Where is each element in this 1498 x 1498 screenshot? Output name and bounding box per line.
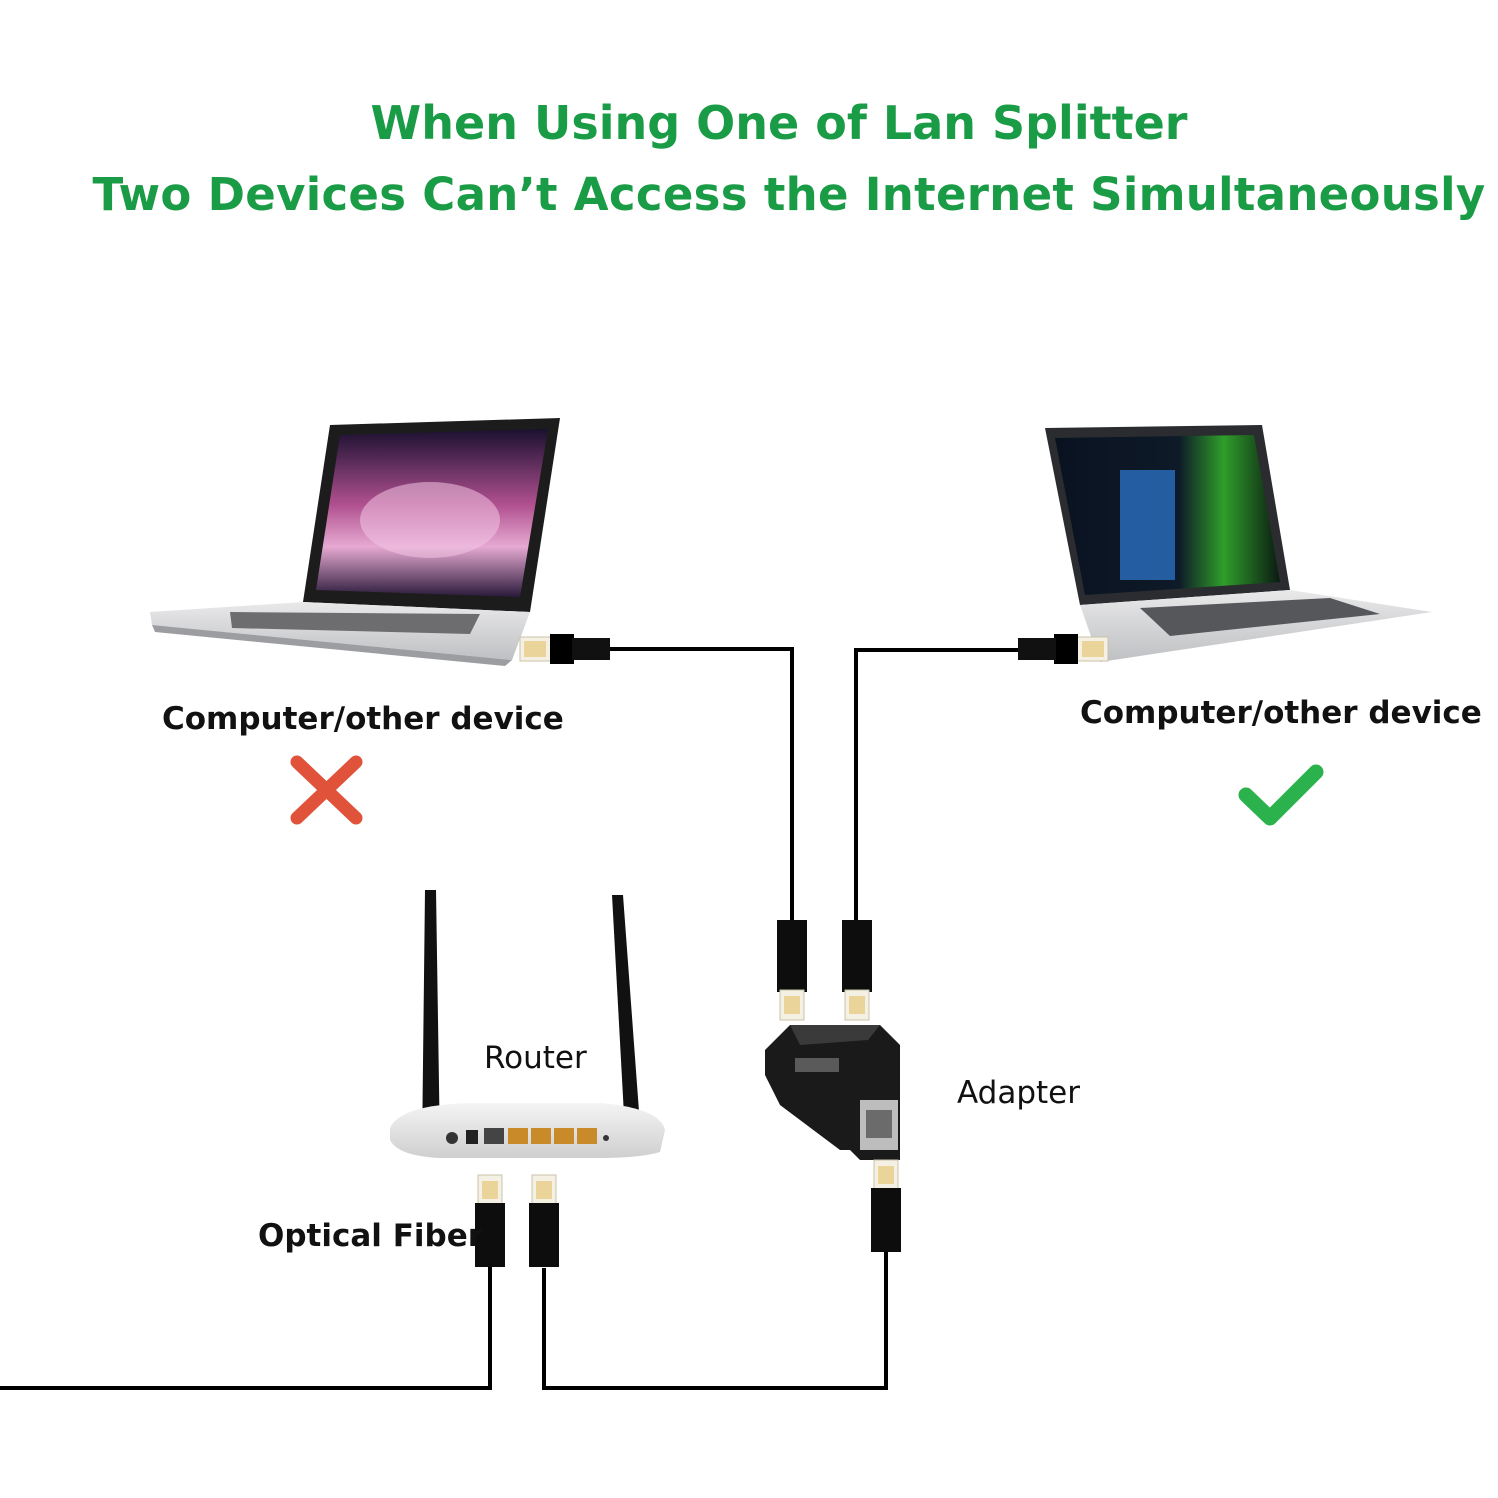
router-label: Router: [484, 1040, 587, 1076]
left-laptop-image: [150, 418, 560, 666]
check-icon: [1238, 764, 1324, 826]
adapter-image: [765, 1025, 900, 1160]
rj45-plug-optical-fiber: [475, 1174, 505, 1267]
router-image: [390, 890, 665, 1158]
rj45-plug-adapter-bottom: [871, 1159, 901, 1252]
rj45-plug-right-laptop: [1018, 634, 1109, 664]
cable-left-laptop: [608, 647, 794, 925]
rj45-plug-router-lan: [529, 1174, 559, 1267]
rj45-plug-left-laptop: [519, 634, 610, 664]
rj45-plug-adapter-left: [777, 920, 807, 1021]
adapter-label: Adapter: [957, 1075, 1080, 1111]
cable-router-to-adapter: [542, 1250, 888, 1390]
title-line-1: When Using One of Lan Splitter: [370, 96, 1188, 150]
cables: [0, 647, 1020, 1390]
optical-fiber-label: Optical Fiber: [258, 1218, 484, 1254]
rj45-plug-adapter-right: [842, 920, 872, 1021]
title-line-2: Two Devices Can’t Access the Internet Si…: [92, 168, 1486, 221]
left-device-label: Computer/other device: [162, 701, 564, 737]
cable-optical-fiber: [0, 1265, 492, 1390]
cable-right-laptop: [854, 648, 1020, 925]
right-laptop-image: [1045, 425, 1432, 662]
right-device-label: Computer/other device: [1080, 695, 1482, 731]
cross-icon: [290, 755, 363, 825]
